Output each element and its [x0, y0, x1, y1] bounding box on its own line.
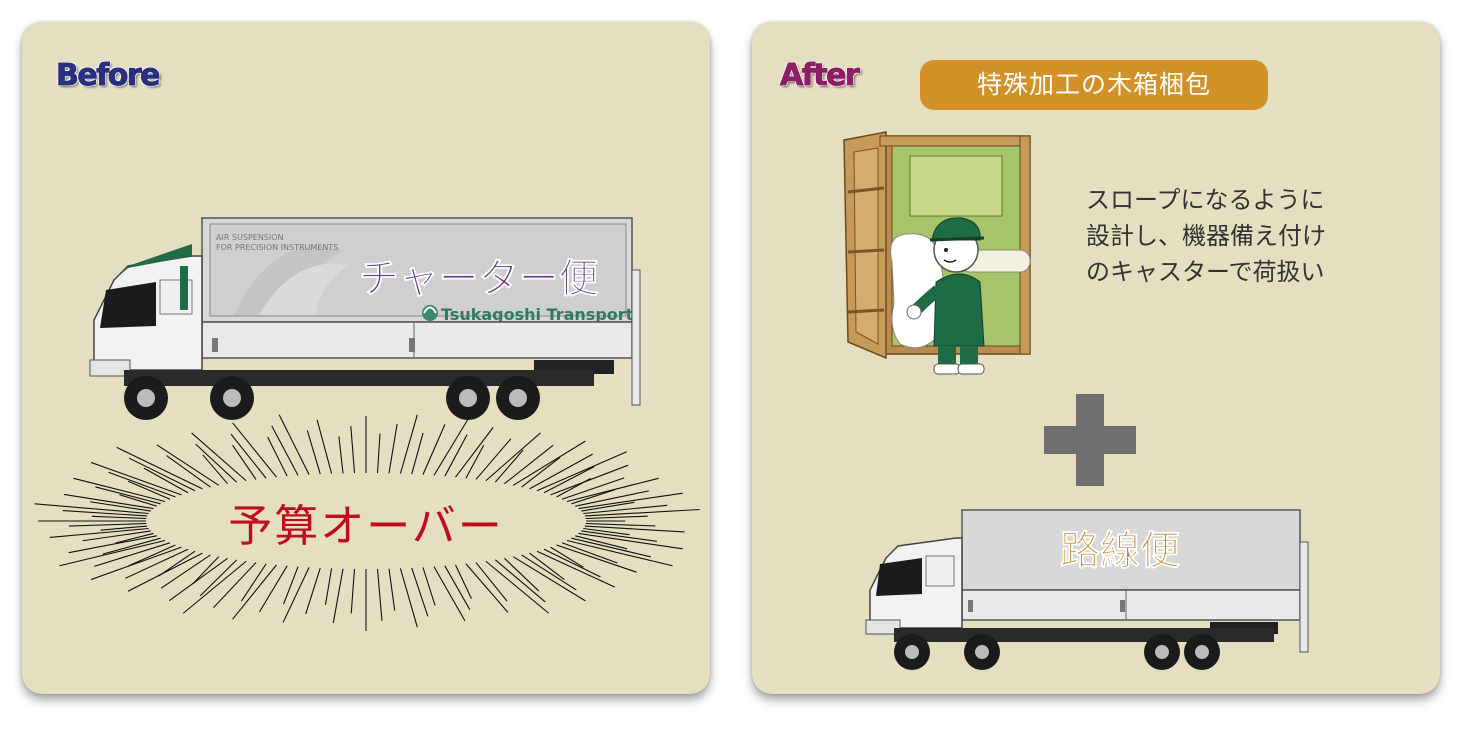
brand-name: Tsukagoshi Transport — [441, 305, 634, 324]
over-budget-text: 予算オーバー — [228, 501, 504, 552]
truck-side-text-1: AIR SUSPENSION — [216, 233, 284, 242]
after-description: スロープになるように 設計し、機器備え付け のキャスターで荷扱い — [1086, 182, 1386, 290]
description-line-2: 設計し、機器備え付け — [1086, 222, 1326, 250]
route-truck-label: 路線便 — [1060, 528, 1181, 574]
truck-wheels — [124, 376, 540, 420]
truck-side-text-2: FOR PRECISION INSTRUMENTS — [216, 243, 338, 252]
leaf-logo-icon — [422, 305, 438, 321]
after-heading: After — [779, 58, 860, 94]
description-line-1: スロープになるように — [1086, 186, 1325, 214]
burst-lines-icon — [34, 414, 700, 631]
plus-icon — [1044, 394, 1136, 486]
description-line-3: のキャスターで荷扱い — [1086, 258, 1325, 286]
worker-crate-illustration — [843, 131, 1031, 375]
before-panel: Before AIR SUSPENSION FOR PRECISION INST… — [22, 22, 710, 694]
wooden-crate-badge: 特殊加工の木箱梱包 — [920, 60, 1268, 110]
charter-truck-label: チャーター便 — [359, 256, 600, 302]
before-heading: Before — [55, 58, 161, 94]
route-truck-illustration: 路線便 — [865, 509, 1309, 670]
charter-truck-illustration: AIR SUSPENSION FOR PRECISION INSTRUMENTS… — [89, 217, 641, 420]
after-panel: After 特殊加工の木箱梱包 スロープになるよう — [752, 22, 1440, 694]
